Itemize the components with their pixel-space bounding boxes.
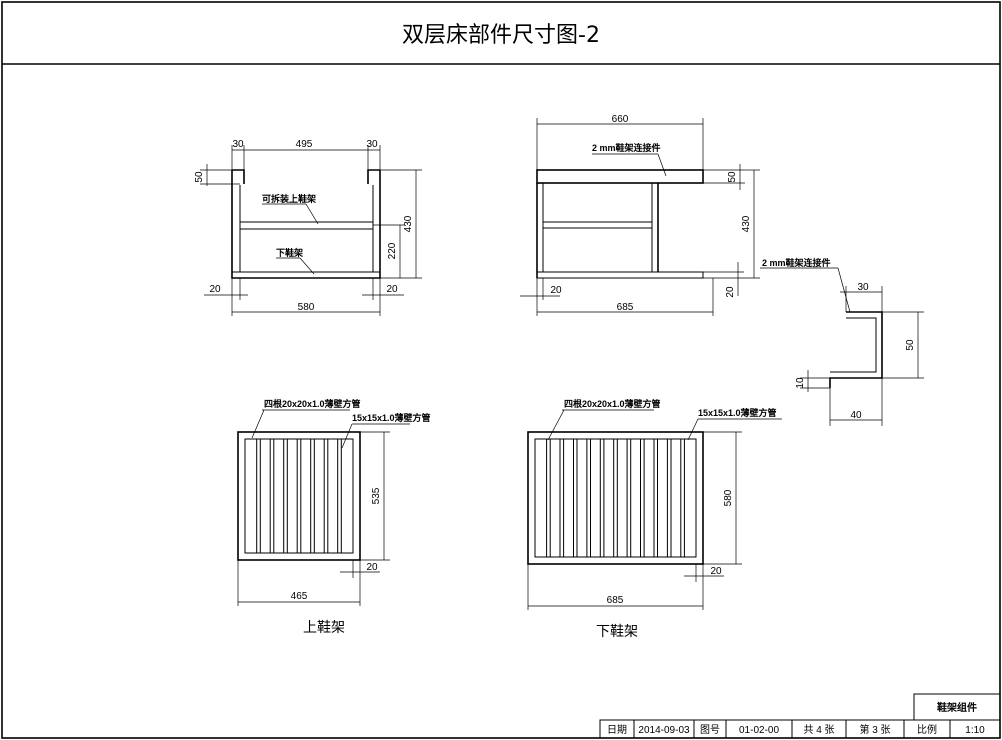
total-sheets: 共 4 张 bbox=[803, 724, 834, 736]
leader-line bbox=[687, 418, 699, 441]
dim-bottom-right: 20 bbox=[725, 286, 736, 298]
date-value: 2014-09-03 bbox=[638, 725, 690, 736]
dim-width: 40 bbox=[850, 410, 862, 421]
leader-line bbox=[251, 409, 265, 439]
upper-shelf bbox=[239, 221, 374, 230]
connector-profile bbox=[829, 311, 883, 388]
dim-total-height: 430 bbox=[403, 215, 414, 232]
info-row bbox=[599, 719, 1001, 739]
lower-shelf bbox=[231, 271, 381, 279]
dim-bottom-left: 20 bbox=[550, 285, 562, 296]
rack-outer-frame bbox=[527, 431, 704, 565]
right-hook bbox=[367, 169, 380, 184]
sheet-number: 第 3 张 bbox=[859, 723, 890, 736]
upper-shoe-rack: 四根20x20x1.0薄壁方管 15x15x1.0薄壁方管 535 20 465… bbox=[237, 398, 431, 635]
drawing-no-label: 图号 bbox=[700, 724, 720, 736]
lower-side-view: 660 2 mm鞋架连接件 50 430 20 20 685 bbox=[520, 114, 760, 316]
scale-value: 1:10 bbox=[965, 725, 985, 736]
dim-height: 535 bbox=[371, 487, 382, 504]
dim-top: 660 bbox=[612, 114, 629, 125]
connector-inner bbox=[830, 317, 877, 373]
note-frame: 四根20x20x1.0薄壁方管 bbox=[264, 398, 361, 409]
rack-outer-frame bbox=[237, 431, 361, 561]
leader-line bbox=[305, 203, 319, 225]
dim-width: 465 bbox=[291, 591, 308, 602]
note-lower-shelf: 下鞋架 bbox=[276, 247, 303, 258]
leader-line bbox=[657, 153, 667, 177]
dim-height: 580 bbox=[723, 489, 734, 506]
note-slat: 15x15x1.0薄壁方管 bbox=[352, 412, 431, 423]
dim-top-left: 30 bbox=[232, 139, 244, 150]
leader-line bbox=[837, 267, 851, 313]
lower-shoe-rack: 四根20x20x1.0薄壁方管 15x15x1.0薄壁方管 580 20 685… bbox=[527, 398, 782, 639]
part-name: 鞋架组件 bbox=[937, 701, 977, 714]
middle-shelf bbox=[542, 221, 653, 229]
dim-width: 580 bbox=[298, 302, 315, 313]
rack-slats bbox=[256, 439, 342, 553]
bottom-shelf bbox=[536, 271, 704, 279]
left-hook bbox=[232, 169, 245, 184]
dim-bottom-left: 20 bbox=[209, 284, 221, 295]
dim-width: 685 bbox=[617, 302, 634, 313]
caption: 下鞋架 bbox=[596, 623, 638, 639]
rack-inner-frame bbox=[244, 438, 354, 554]
sheet-title: 双层床部件尺寸图-2 bbox=[402, 23, 600, 48]
drawing-no-value: 01-02-00 bbox=[739, 725, 779, 736]
scale-label: 比例 bbox=[917, 723, 937, 736]
leader-line bbox=[547, 409, 565, 441]
rack-slats bbox=[546, 439, 685, 557]
top-plate bbox=[536, 169, 704, 184]
dim-height: 50 bbox=[905, 339, 916, 351]
date-label: 日期 bbox=[607, 724, 627, 736]
leader-line bbox=[299, 257, 315, 275]
dim-gap: 20 bbox=[710, 566, 722, 577]
dim-width: 685 bbox=[607, 595, 624, 606]
upper-side-view: 30 495 30 50 430 220 20 20 580 可拆装上鞋架 bbox=[194, 139, 422, 316]
dim-height: 430 bbox=[741, 215, 752, 232]
note-connector: 2 mm鞋架连接件 bbox=[762, 257, 831, 268]
dim-top-mid: 495 bbox=[296, 139, 313, 150]
side-frame-outline bbox=[231, 170, 381, 279]
connector-detail: 2 mm鞋架连接件 30 50 10 40 bbox=[760, 257, 924, 426]
dim-right-top: 50 bbox=[727, 171, 738, 183]
dim-lower-height: 220 bbox=[387, 242, 398, 259]
rack-inner-frame bbox=[534, 438, 697, 558]
note-upper-shelf: 可拆装上鞋架 bbox=[262, 193, 316, 204]
caption: 上鞋架 bbox=[303, 619, 345, 635]
leader-line bbox=[341, 423, 353, 449]
dim-top-right: 30 bbox=[366, 139, 378, 150]
dim-top: 30 bbox=[857, 282, 869, 293]
dim-bottom-right: 20 bbox=[386, 284, 398, 295]
note-connector: 2 mm鞋架连接件 bbox=[592, 142, 661, 153]
title-block: 鞋架组件 日期 2014-09-03 图号 01-02-00 共 4 张 第 3… bbox=[599, 693, 1001, 739]
note-slat: 15x15x1.0薄壁方管 bbox=[698, 407, 777, 418]
note-frame: 四根20x20x1.0薄壁方管 bbox=[564, 398, 661, 409]
dim-left-height: 50 bbox=[194, 171, 205, 183]
dim-lip: 10 bbox=[795, 377, 806, 389]
dim-gap: 20 bbox=[366, 562, 378, 573]
